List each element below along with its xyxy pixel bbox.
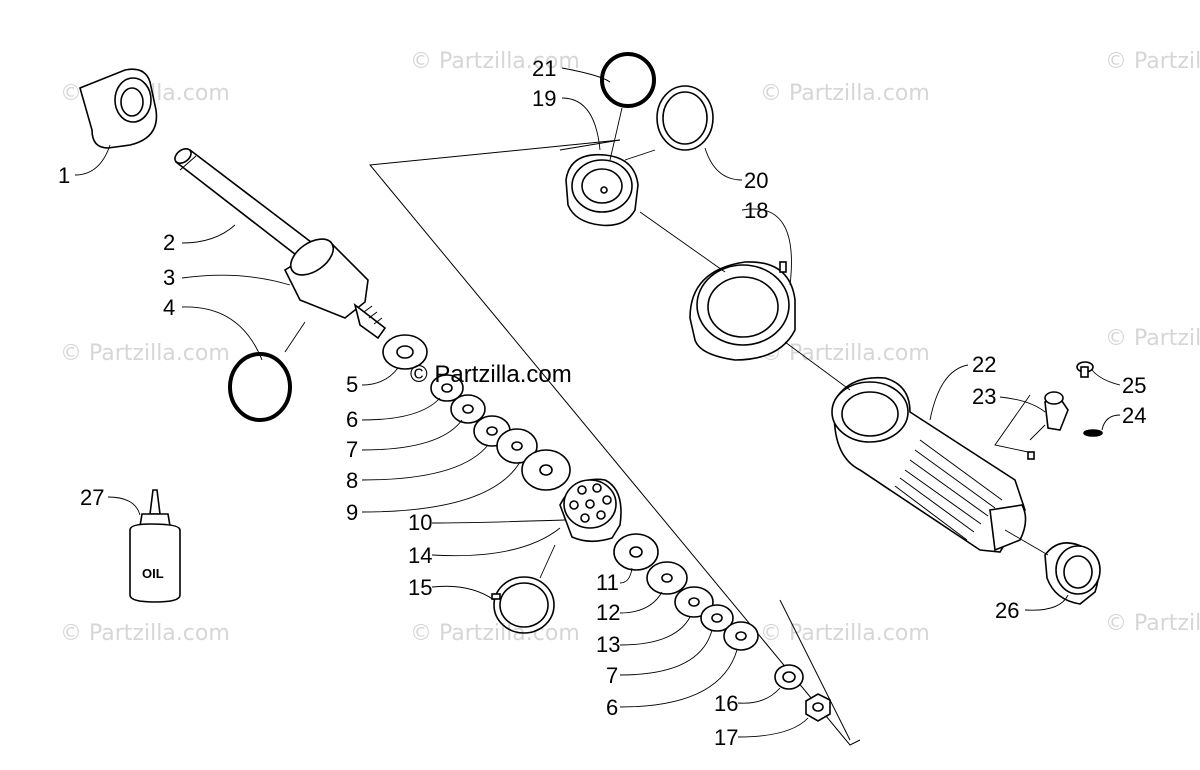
callout-12: 12 [596, 600, 620, 625]
assembly-bracket [369, 139, 861, 746]
part-26-bushing [1044, 542, 1101, 605]
watermark-faint: © Partzilla.com [760, 341, 930, 366]
part-22-shock-body [831, 376, 1027, 553]
callout-8: 8 [346, 468, 358, 493]
watermark-faint: © Partzilla.com [1105, 326, 1200, 351]
callout-24: 24 [1122, 403, 1146, 428]
callout-20: 20 [744, 168, 768, 193]
callout-6: 6 [346, 407, 358, 432]
callout-7: 7 [346, 437, 358, 462]
shim-stack-lower [613, 533, 759, 651]
leader-lines [74, 67, 1121, 738]
callout-26: 26 [995, 598, 1019, 623]
part-19-seal-head [565, 153, 639, 227]
callout-27: 27 [80, 485, 104, 510]
callout-7-lower: 7 [606, 663, 618, 688]
callout-13: 13 [596, 632, 620, 657]
callout-6-lower: 6 [606, 695, 618, 720]
callout-11: 11 [596, 570, 619, 595]
watermark-faint: © Partzilla.com [60, 621, 230, 646]
part-21-o-ring [600, 52, 656, 108]
part-1-top-eyelet [79, 68, 158, 149]
background-watermarks: © Partzilla.com © Partzilla.com © Partzi… [60, 49, 1200, 646]
watermark-faint: © Partzilla.com [760, 81, 930, 106]
shim-stack-upper [430, 374, 571, 491]
part-16-washer [774, 664, 804, 690]
callout-labels: 1 2 3 4 5 6 7 8 9 10 14 15 11 12 13 7 6 … [58, 56, 1146, 750]
assembly-bracket-side [779, 599, 851, 741]
callout-10: 10 [408, 510, 432, 535]
watermark-faint: © Partzilla.com [1105, 611, 1200, 636]
callout-14: 14 [408, 543, 432, 568]
callout-3: 3 [163, 265, 175, 290]
part-17-nut [805, 693, 831, 722]
watermark-faint: © Partzilla.com [60, 341, 230, 366]
part-23-valve [1027, 391, 1069, 460]
callout-15: 15 [408, 575, 432, 600]
part-3-shaft-body [283, 238, 387, 340]
callout-22: 22 [972, 352, 996, 377]
part-4-o-ring [228, 352, 292, 422]
oil-bottle-label: OIL [142, 566, 164, 581]
callout-5: 5 [346, 372, 358, 397]
watermark-faint: © Partzilla.com [760, 621, 930, 646]
watermark-faint: © Partzilla.com [410, 621, 580, 646]
callout-17: 17 [714, 725, 738, 750]
assembly-bracket-tick [559, 139, 621, 151]
callout-1: 1 [58, 163, 70, 188]
callout-4: 4 [163, 295, 175, 320]
callout-23: 23 [972, 384, 996, 409]
part-20-band [656, 85, 714, 151]
watermark-faint: © Partzilla.com [1105, 49, 1200, 74]
part-5-washer [382, 334, 428, 370]
part-25-screw [1076, 361, 1094, 378]
callout-2: 2 [163, 230, 175, 255]
part-18-spring-collar [689, 261, 796, 361]
watermark-faint: © Partzilla.com [410, 49, 580, 74]
callout-19: 19 [532, 86, 556, 111]
part-27-oil-bottle: OIL [129, 489, 181, 603]
callout-25: 25 [1122, 373, 1146, 398]
part-10-piston [559, 478, 622, 543]
callout-21: 21 [532, 56, 556, 81]
part-24-small-o-ring [1083, 429, 1103, 437]
part-15-piston-ring [491, 576, 555, 634]
partzilla-watermark: © Partzilla.com [410, 361, 572, 388]
callout-9: 9 [346, 500, 358, 525]
callout-18: 18 [744, 198, 768, 223]
callout-16: 16 [714, 691, 738, 716]
